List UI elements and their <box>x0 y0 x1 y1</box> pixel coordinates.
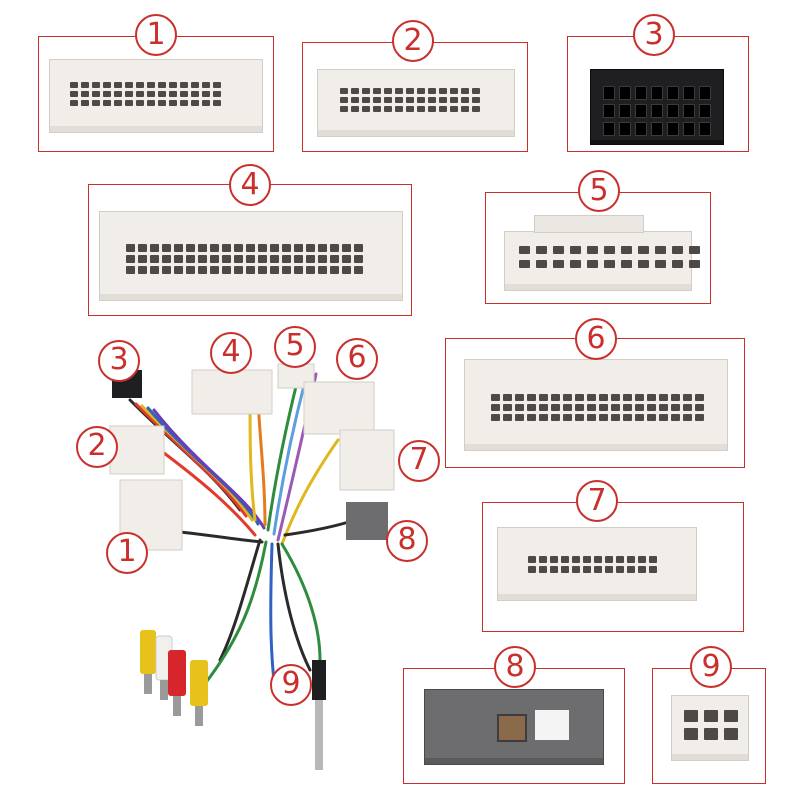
harness-label-1: 1 <box>106 532 148 574</box>
harness-connector-6 <box>303 381 375 435</box>
connector-8-window <box>535 710 569 740</box>
connector-7-image <box>497 527 697 601</box>
connector-4-image <box>99 211 403 301</box>
harness-label-8: 8 <box>386 520 428 562</box>
connector-9-pins <box>684 710 738 740</box>
harness-connector-8 <box>346 502 388 540</box>
connector-5-image <box>504 231 700 291</box>
connector-7-panel <box>482 502 744 632</box>
harness-label-6: 6 <box>336 338 378 380</box>
connector-7-pins <box>528 556 657 573</box>
rca-plugs <box>140 630 208 726</box>
label-number-8: 8 <box>494 646 536 688</box>
harness-label-2: 2 <box>76 426 118 468</box>
label-number-2: 2 <box>392 20 434 62</box>
connector-3-image <box>590 69 724 145</box>
connector-3-panel <box>567 36 749 152</box>
connector-2-panel <box>302 42 528 152</box>
label-number-4: 4 <box>229 164 271 206</box>
harness-label-7: 7 <box>398 440 440 482</box>
connector-5-pins <box>519 246 700 268</box>
connector-1-image <box>49 59 263 133</box>
connector-9-image <box>671 695 749 761</box>
connector-2-image <box>317 69 515 137</box>
connector-1-pins <box>70 82 221 106</box>
label-number-3: 3 <box>633 14 675 56</box>
harness-connector-4 <box>191 369 273 415</box>
connector-6-image <box>464 359 728 451</box>
label-number-1: 1 <box>135 14 177 56</box>
harness-label-3: 3 <box>98 340 140 382</box>
connector-6-pins <box>491 394 704 421</box>
harness-label-9: 9 <box>270 664 312 706</box>
label-number-5: 5 <box>578 170 620 212</box>
connector-3-pins <box>603 86 711 136</box>
harness-label-4: 4 <box>210 332 252 374</box>
wiring-harness-image <box>109 363 395 770</box>
antenna-plug <box>312 660 326 770</box>
label-number-9: 9 <box>690 646 732 688</box>
connector-8-slot <box>497 714 527 742</box>
harness-connector-7 <box>339 429 395 491</box>
connector-4-pins <box>126 244 363 274</box>
connector-2-pins <box>340 88 480 112</box>
label-number-7: 7 <box>576 480 618 522</box>
label-number-6: 6 <box>575 318 617 360</box>
harness-label-5: 5 <box>274 326 316 368</box>
connector-6-panel <box>445 338 745 468</box>
harness-connector-2 <box>109 425 165 475</box>
connector-9-panel <box>652 668 766 784</box>
connector-5-latch <box>534 215 644 233</box>
connector-8-image <box>424 689 604 765</box>
